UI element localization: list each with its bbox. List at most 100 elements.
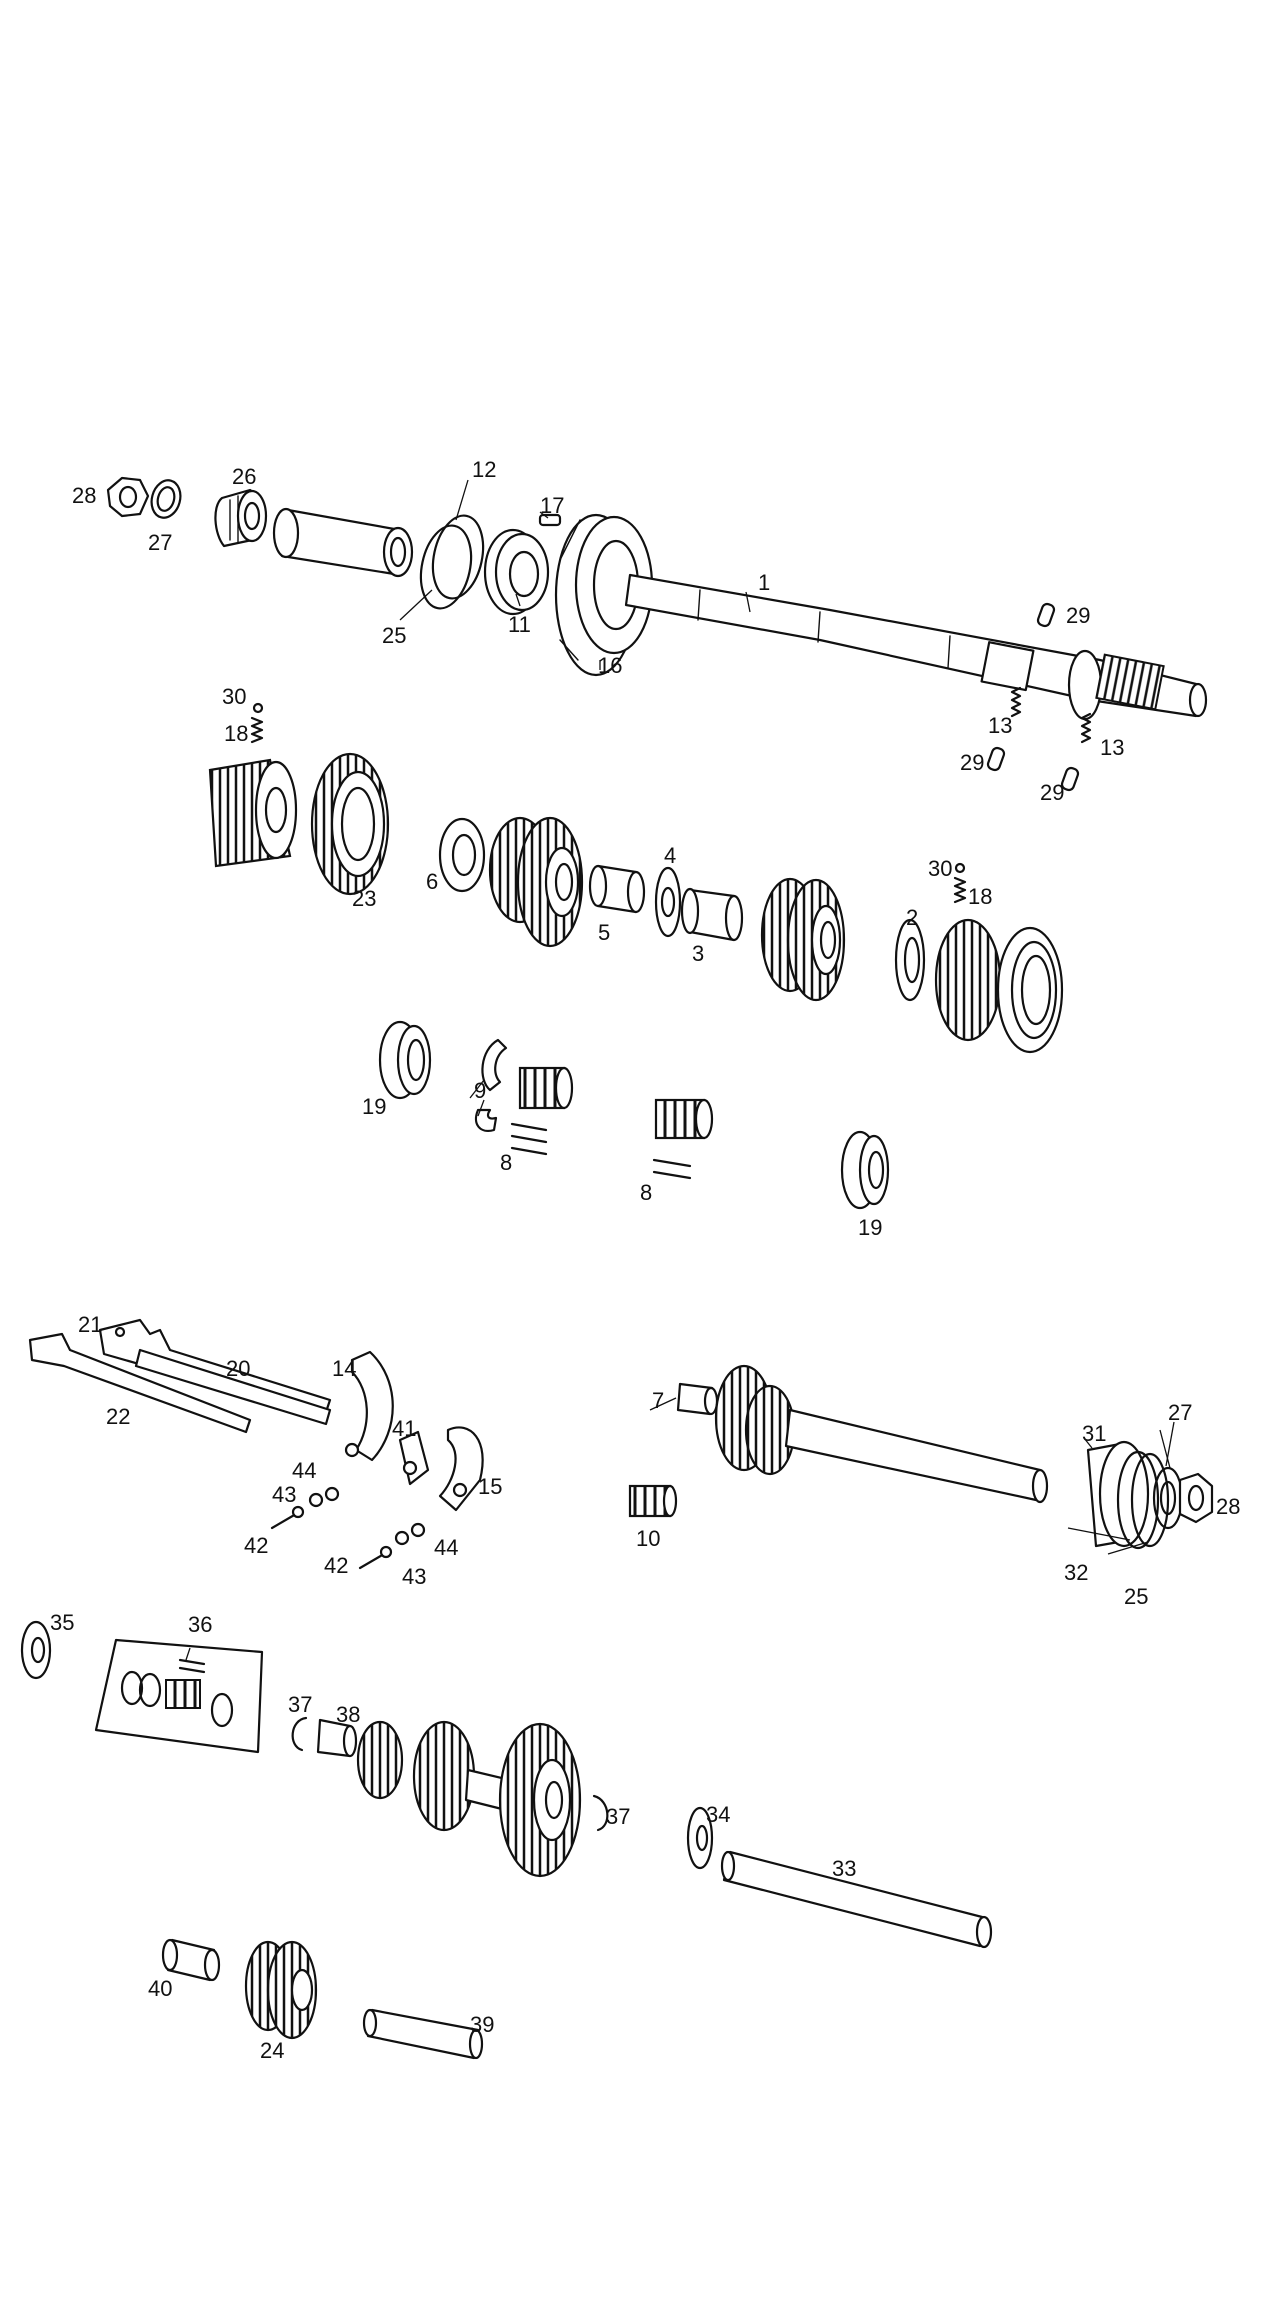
label-8-left: 8 [500, 1150, 512, 1175]
label-30-left: 30 [222, 684, 246, 709]
bearing-26 [214, 488, 268, 548]
key-17 [538, 513, 562, 527]
reverse-idler-shaft-39 [362, 2008, 484, 2060]
label-17: 17 [540, 493, 564, 518]
circlip-37-left [291, 1716, 308, 1752]
layshaft-33 [720, 1850, 993, 1949]
label-36: 36 [188, 1612, 212, 1637]
detent-plunger-29-right [1060, 766, 1080, 792]
label-6: 6 [426, 869, 438, 894]
label-42-right: 42 [324, 1553, 348, 1578]
selector-rod-22 [28, 1332, 252, 1434]
label-5: 5 [598, 920, 610, 945]
label-12: 12 [472, 457, 496, 482]
label-35: 35 [50, 1610, 74, 1635]
label-20: 20 [226, 1356, 250, 1381]
label-33: 33 [832, 1856, 856, 1881]
circlip-37-right [592, 1794, 609, 1832]
label-13-left: 13 [988, 713, 1012, 738]
label-22: 22 [106, 1404, 130, 1429]
screw-42-left [270, 1505, 305, 1530]
lock-washer-27-top [150, 479, 182, 519]
bush-19-left [378, 1020, 432, 1100]
thrust-washer-35 [20, 1620, 52, 1680]
nut-44-right [410, 1522, 426, 1538]
leader-lines [185, 479, 1175, 1661]
label-34: 34 [706, 1802, 730, 1827]
label-43-right: 43 [402, 1564, 426, 1589]
label-16: 16 [598, 653, 622, 678]
bush-5 [588, 864, 646, 914]
label-18-right: 18 [968, 884, 992, 909]
label-29-left: 29 [960, 750, 984, 775]
bush-40 [161, 1938, 221, 1982]
label-25-lower: 25 [1124, 1584, 1148, 1609]
label-42-left: 42 [244, 1533, 268, 1558]
label-2: 2 [906, 905, 918, 930]
label-15: 15 [478, 1474, 502, 1499]
mainshaft-1 [624, 573, 1208, 721]
label-39: 39 [470, 2012, 494, 2037]
spacer-tube [272, 507, 414, 578]
label-27-lower: 27 [1168, 1400, 1192, 1425]
synchro-hub-right [934, 918, 1064, 1054]
needle-rollers-8-left [510, 1122, 548, 1156]
spring-18-left [250, 716, 264, 744]
selector-fork-14 [344, 1350, 394, 1462]
baulk-ring-23 [310, 752, 390, 896]
detent-spring-13-right [1080, 712, 1092, 744]
circlip-32 [1116, 1450, 1160, 1550]
gear-second [760, 877, 846, 1002]
washer-43-right [394, 1530, 410, 1546]
label-28-top: 28 [72, 483, 96, 508]
reverse-idler-gear-24 [244, 1940, 318, 2040]
label-38: 38 [336, 1702, 360, 1727]
label-29-right: 29 [1040, 780, 1064, 805]
gear-third [488, 816, 584, 948]
label-19-left: 19 [362, 1094, 386, 1119]
label-44-left: 44 [292, 1458, 316, 1483]
label-9: 9 [474, 1078, 486, 1103]
ball-30-right [954, 862, 966, 874]
bearing-11 [483, 528, 550, 616]
bush-38 [316, 1718, 358, 1758]
thrust-washer-6 [438, 817, 486, 893]
label-3: 3 [692, 941, 704, 966]
selector-fork-15 [438, 1426, 484, 1512]
needle-roller-cage-right [654, 1098, 714, 1140]
label-1: 1 [758, 570, 770, 595]
label-25-top: 25 [382, 623, 406, 648]
label-28-lower: 28 [1216, 1494, 1240, 1519]
detent-plunger-29-left [986, 746, 1006, 772]
laygear-cluster [356, 1720, 582, 1878]
nut-28-lower [1178, 1472, 1214, 1524]
selector-rod-20 [134, 1348, 332, 1426]
label-19-right: 19 [858, 1215, 882, 1240]
label-31: 31 [1082, 1421, 1106, 1446]
kit-36-box [94, 1638, 264, 1754]
thrust-washer-34 [686, 1806, 714, 1870]
label-27-top: 27 [148, 530, 172, 555]
thrust-washer-2 [894, 918, 926, 1002]
label-40: 40 [148, 1976, 172, 2001]
label-13-right: 13 [1100, 735, 1124, 760]
bush-3 [680, 887, 744, 942]
label-10: 10 [636, 1526, 660, 1551]
detent-spring-13-left [1010, 686, 1022, 718]
label-21: 21 [78, 1312, 102, 1337]
circlip-25-lower [1130, 1452, 1170, 1548]
label-41: 41 [392, 1416, 416, 1441]
label-26: 26 [232, 464, 256, 489]
circlip-12 [419, 514, 485, 610]
bush-7 [676, 1382, 719, 1416]
synchro-hub-left [208, 758, 298, 868]
bush-19-right [840, 1130, 890, 1210]
label-32: 32 [1064, 1560, 1088, 1585]
spring-18-right [953, 876, 967, 904]
nut-44-left [324, 1486, 340, 1502]
label-44-right: 44 [434, 1535, 458, 1560]
thrust-washer-4 [654, 866, 682, 938]
label-37-left: 37 [288, 1692, 312, 1717]
label-11: 11 [508, 612, 531, 637]
